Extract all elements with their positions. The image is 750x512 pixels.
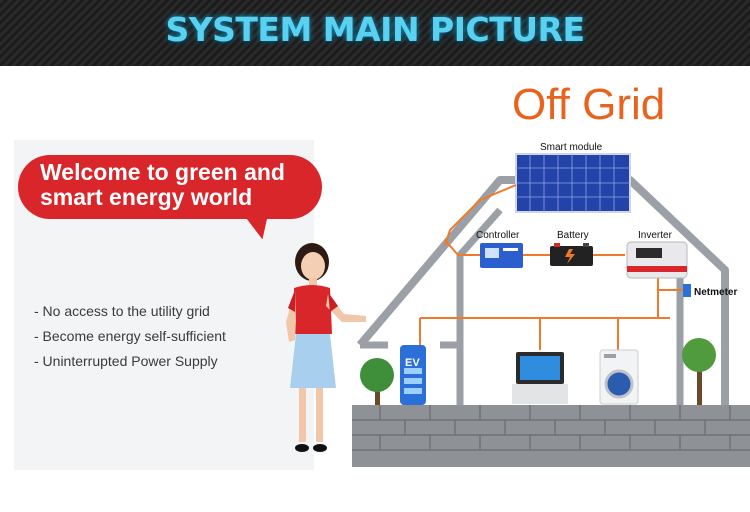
label-controller: Controller — [476, 230, 520, 241]
house-diagram — [352, 153, 750, 467]
label-battery: Battery — [557, 230, 589, 241]
page-title: SYSTEM MAIN PICTURE — [165, 10, 585, 49]
wiring — [419, 184, 685, 350]
feature-item: - Uninterrupted Power Supply — [34, 353, 218, 369]
label-netmeter: Netmeter — [694, 287, 738, 298]
tree-icon-right — [682, 338, 716, 405]
netmeter-icon — [683, 284, 691, 297]
speech-bubble — [18, 155, 322, 219]
mode-title: Off Grid — [512, 80, 666, 129]
bubble-line-2: smart energy world — [40, 184, 253, 210]
woman-illustration — [286, 243, 366, 452]
header-banner: SYSTEM MAIN PICTURE — [0, 0, 750, 66]
label-inverter: Inverter — [638, 230, 672, 241]
bubble-line-1: Welcome to green and — [40, 159, 285, 185]
inverter-icon — [626, 241, 688, 279]
feature-item: - No access to the utility grid — [34, 303, 210, 319]
controller-icon — [480, 243, 523, 268]
label-ev: EV — [405, 357, 420, 369]
tree-icon-left — [360, 358, 394, 405]
battery-icon — [550, 243, 593, 266]
laptop-icon — [512, 352, 568, 404]
ev-charger-icon — [400, 345, 426, 405]
feature-item: - Become energy self-sufficient — [34, 328, 226, 344]
washing-machine-icon — [599, 349, 639, 405]
brick-foundation — [352, 405, 750, 467]
speech-bubble-text: Welcome to green and smart energy world — [40, 160, 330, 210]
feature-list: - No access to the utility grid - Become… — [34, 303, 226, 378]
label-smart-module: Smart module — [540, 142, 603, 153]
solar-panel-icon — [515, 153, 631, 213]
